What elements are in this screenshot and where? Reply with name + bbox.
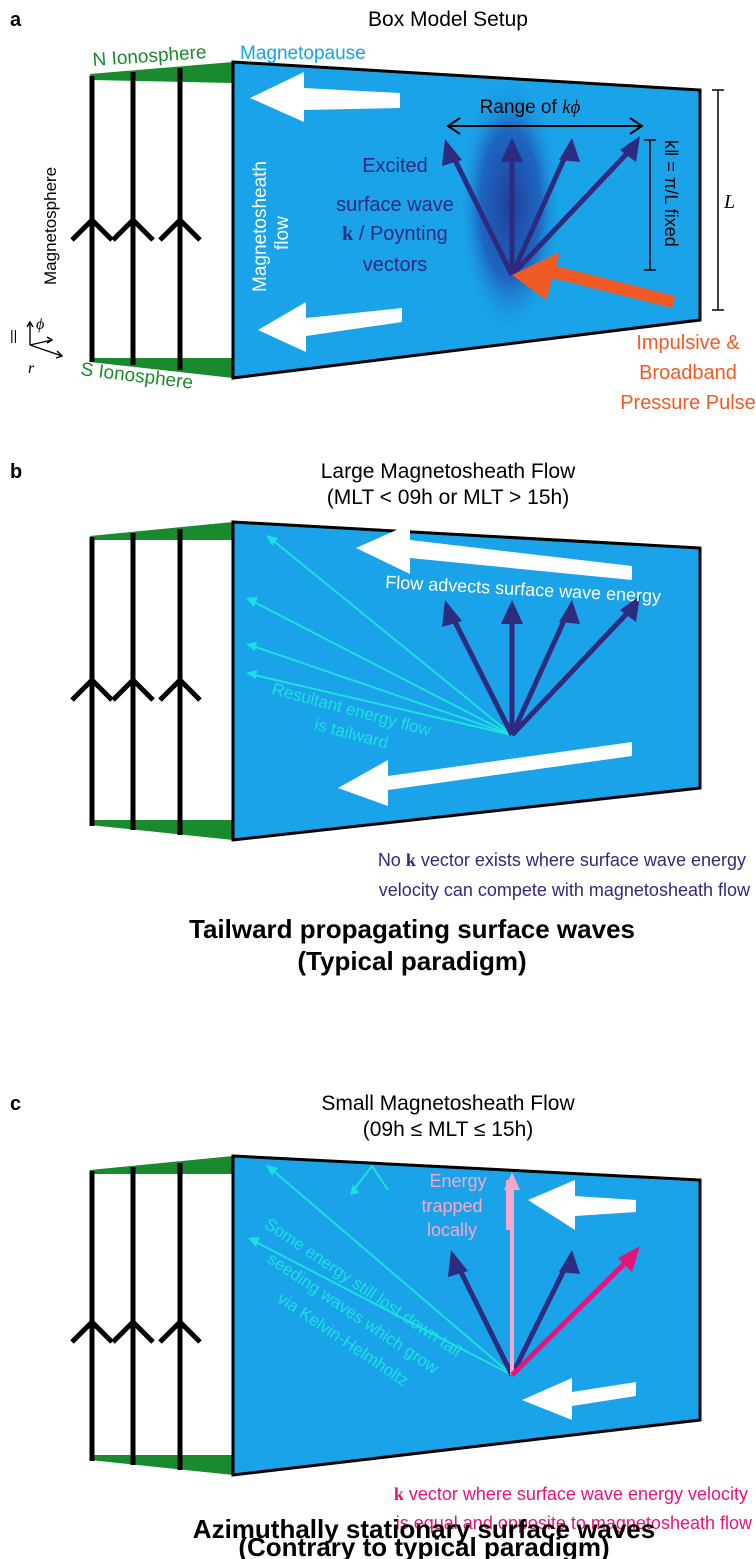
trapped-energy-arrowhead: [504, 1172, 520, 1190]
wave-arrowheads-b: [442, 596, 640, 627]
axes-glyph: [26, 320, 64, 359]
magnetosheath-flow-arrows: [250, 72, 402, 352]
tailward-energy-arrowheads: [246, 535, 278, 679]
magnetosheath-flow-label-1: Magnetosheath: [250, 161, 271, 292]
svg-text:locally: locally: [427, 1220, 477, 1240]
panel-a: a Box Model Setup Range of kϕ: [10, 8, 756, 414]
panel-c-heading-1: Azimuthally stationary surface waves: [193, 1514, 655, 1544]
panel-letter-b: b: [10, 461, 22, 483]
lost-energy-lines: [251, 1164, 513, 1376]
svg-text:Pressure Pulse: Pressure Pulse: [620, 392, 756, 414]
axis-phi: ϕ: [36, 316, 44, 333]
range-label: Range of kϕ: [480, 97, 581, 118]
pressure-pulse-label: Impulsive & Broadband Pressure Pulse: [620, 332, 756, 414]
n-ionosphere-slab-c: [90, 1156, 233, 1174]
range-k-phi-arrow: [446, 117, 644, 135]
svg-text:Energy: Energy: [429, 1171, 486, 1191]
magnetosheath-flow-arrows-c: [522, 1180, 636, 1420]
k-parallel-label: k‖ = π/L fixed: [661, 140, 681, 247]
panel-c-title-1: Small Magnetosheath Flow: [321, 1092, 575, 1115]
panel-c-note-1: k vector where surface wave energy veloc…: [394, 1484, 748, 1504]
s-ionosphere-slab-c: [90, 1455, 233, 1475]
panel-c: c Small Magnetosheath Flow (09h ≤ MLT ≤ …: [10, 1092, 753, 1559]
svg-text:surface wave: surface wave: [336, 194, 454, 216]
panel-b-title-2: (MLT < 09h or MLT > 15h): [327, 486, 569, 509]
lost-energy-arrowheads: [248, 1165, 359, 1247]
svg-text:vectors: vectors: [363, 254, 427, 276]
s-ionosphere-slab: [90, 358, 233, 378]
wave-arrowheads-c: [448, 1250, 580, 1277]
stationary-k-arrowhead: [618, 1246, 640, 1272]
magnetosphere-label: Magnetosphere: [41, 167, 60, 285]
length-label: L: [723, 191, 735, 213]
pressure-pulse-arrow: [512, 252, 675, 308]
panel-letter-c: c: [10, 1093, 21, 1115]
excited-wave-label: Excited surface wave k / Poynting vector…: [336, 155, 454, 276]
field-lines: [70, 68, 202, 370]
stationary-k-vector: [510, 1256, 632, 1377]
panel-b-heading-1: Tailward propagating surface waves: [189, 914, 635, 944]
axis-parallel: ||: [10, 327, 17, 343]
k-parallel-bar: [644, 139, 656, 271]
wave-vectors-b: [447, 604, 636, 737]
panel-b: b Large Magnetosheath Flow (MLT < 09h or…: [10, 460, 751, 976]
wave-vectors-c: [453, 1260, 571, 1377]
magnetosheath-flow-label-2: flow: [272, 216, 293, 250]
tailward-energy-lines: [249, 537, 513, 736]
panel-b-note-2: velocity can compete with magnetosheath …: [379, 880, 751, 900]
magnetosheath-flow-arrows-b: [338, 524, 632, 806]
panel-b-title-1: Large Magnetosheath Flow: [321, 460, 576, 483]
n-ionosphere-slab-b: [90, 522, 233, 540]
field-lines-c: [70, 1163, 202, 1470]
axis-r: r: [28, 360, 35, 377]
field-lines-b: [70, 529, 202, 835]
svg-text:k / Poynting: k / Poynting: [342, 223, 448, 245]
panel-c-note-2: is equal and opposite to magnetosheath f…: [396, 1513, 753, 1533]
panel-c-heading-2: (Contrary to typical paradigm): [238, 1532, 609, 1559]
length-bar: [712, 89, 724, 311]
panel-b-note-1: No k vector exists where surface wave en…: [378, 850, 746, 870]
svg-text:Excited: Excited: [362, 155, 428, 177]
panel-a-title: Box Model Setup: [368, 8, 528, 31]
excited-wave-arrowheads: [442, 136, 640, 166]
panel-b-heading-2: (Typical paradigm): [297, 946, 526, 976]
magnetopause-label: Magnetopause: [240, 43, 366, 64]
svg-text:Impulsive &: Impulsive &: [636, 332, 740, 354]
svg-text:trapped: trapped: [421, 1196, 482, 1216]
panel-c-title-2: (09h ≤ MLT ≤ 15h): [363, 1118, 534, 1141]
n-ionosphere-slab: [90, 62, 233, 83]
svg-text:Broadband: Broadband: [639, 362, 737, 384]
panel-letter-a: a: [10, 9, 22, 31]
s-ionosphere-slab-b: [90, 820, 233, 840]
excited-wave-vectors: [447, 144, 636, 277]
energy-trapped-label: Energy trapped locally: [421, 1171, 486, 1240]
